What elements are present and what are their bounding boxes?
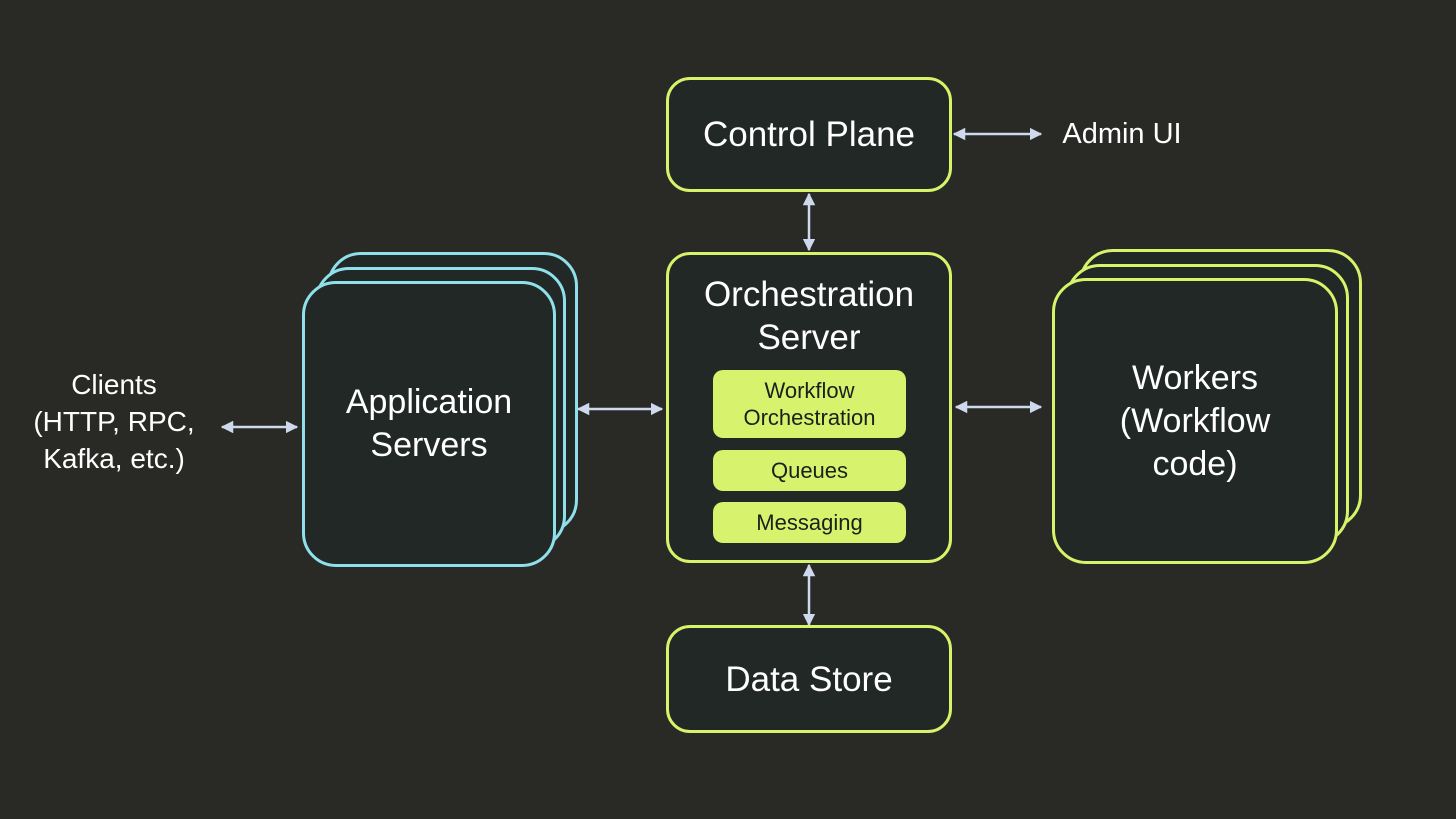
clients-label: Clients (HTTP, RPC, Kafka, etc.) xyxy=(33,369,195,474)
workers-box[interactable]: Workers (Workflow code) xyxy=(1052,278,1338,564)
control-plane-label: Control Plane xyxy=(702,115,916,154)
application-servers-label-line1: Application xyxy=(345,383,513,421)
data-store-label: Data Store xyxy=(725,659,893,699)
orchestration-server-title: Orchestration Server xyxy=(703,275,915,357)
workers-label-line1: Workers xyxy=(1132,358,1258,397)
messaging-component[interactable]: Messaging xyxy=(713,502,906,543)
workflow-orchestration-component[interactable]: Workflow Orchestration xyxy=(713,370,906,438)
queues-component[interactable]: Queues xyxy=(713,450,906,491)
workers-label-line3: code) xyxy=(1152,444,1238,483)
data-store-box[interactable]: Data Store xyxy=(666,625,952,733)
control-plane-box[interactable]: Control Plane xyxy=(666,77,952,192)
application-servers-label-line2: Servers xyxy=(370,426,488,464)
orchestration-server-box[interactable]: Orchestration Server Workflow Orchestrat… xyxy=(666,252,952,563)
workers-label-line2: (Workflow xyxy=(1119,401,1271,440)
admin-ui-label: Admin UI xyxy=(1062,118,1182,150)
application-servers-box[interactable]: Application Servers xyxy=(302,281,556,567)
